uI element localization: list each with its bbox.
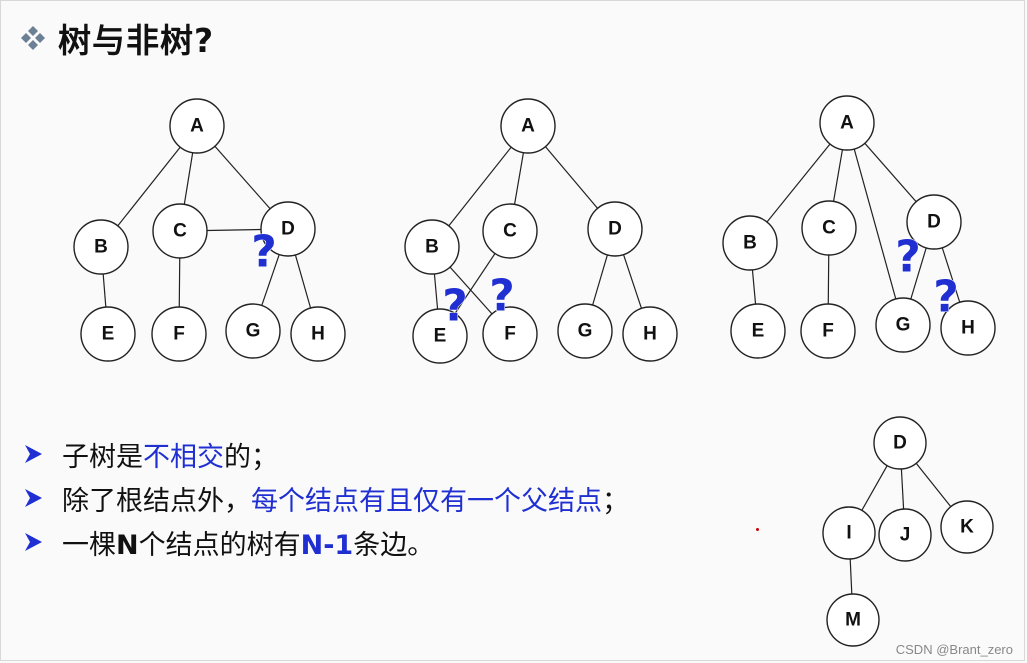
- tree-2-shared-child: A B C D E F G H??: [404, 98, 678, 364]
- node-label: D: [281, 219, 295, 240]
- node-M: M: [826, 593, 880, 647]
- node-label: K: [960, 517, 974, 538]
- four-diamond-icon: [21, 26, 45, 50]
- right-arrow-icon: [25, 533, 42, 551]
- node-label: E: [434, 326, 447, 347]
- node-label: B: [425, 237, 439, 258]
- bullet-text: 子树是不相交的；: [62, 435, 278, 474]
- node-label: G: [896, 315, 911, 336]
- bullet-segment: 不相交: [143, 441, 224, 473]
- node-B: B: [73, 219, 129, 275]
- bullet-list: 子树是不相交的； 除了根结点外，每个结点有且仅有一个父结点； 一棵N个结点的树有…: [22, 432, 629, 564]
- node-label: E: [752, 321, 765, 342]
- node-label: J: [900, 525, 911, 546]
- node-label: M: [845, 610, 861, 631]
- question-mark-icon: ?: [895, 232, 921, 283]
- node-label: A: [190, 116, 204, 137]
- node-E: E: [412, 308, 468, 364]
- node-F: F: [800, 303, 856, 359]
- node-I: I: [822, 506, 876, 560]
- node-H: H: [940, 300, 996, 356]
- bullet-segment: N: [116, 529, 139, 561]
- node-F: F: [482, 306, 538, 362]
- node-label: D: [927, 212, 941, 233]
- node-D: D: [873, 416, 927, 470]
- bullet-item-one-parent: 除了根结点外，每个结点有且仅有一个父结点；: [22, 476, 629, 520]
- node-label: D: [893, 433, 907, 454]
- question-mark-icon: ?: [933, 272, 959, 323]
- node-label: F: [504, 324, 516, 345]
- node-E: E: [80, 306, 136, 362]
- node-label: H: [961, 318, 975, 339]
- node-label: I: [846, 523, 851, 544]
- node-label: A: [521, 116, 535, 137]
- bullet-item-edge-count: 一棵N个结点的树有N-1条边。: [22, 520, 629, 564]
- bullet-segment: N-1: [300, 529, 354, 561]
- node-A: A: [819, 95, 875, 151]
- bullet-text: 一棵N个结点的树有N-1条边。: [62, 523, 434, 562]
- node-A: A: [169, 98, 225, 154]
- node-label: A: [840, 113, 854, 134]
- bullet-segment: 的；: [224, 441, 278, 473]
- node-C: C: [152, 203, 208, 259]
- node-label: C: [822, 218, 836, 239]
- node-label: C: [503, 221, 517, 242]
- node-H: H: [622, 306, 678, 362]
- red-dot: [756, 528, 759, 531]
- node-label: H: [643, 324, 657, 345]
- edge-A-G: [846, 122, 904, 326]
- node-C: C: [482, 203, 538, 259]
- node-G: G: [557, 303, 613, 359]
- node-A: A: [500, 98, 556, 154]
- node-label: F: [822, 321, 834, 342]
- question-mark-icon: ?: [489, 271, 515, 322]
- slide-title: 树与非树?: [58, 21, 215, 60]
- valid-tree: D I J K M: [822, 416, 994, 647]
- bullet-segment: 除了根结点外，: [62, 485, 251, 517]
- node-label: H: [311, 324, 325, 345]
- node-label: G: [578, 321, 593, 342]
- node-label: C: [173, 221, 187, 242]
- node-label: G: [246, 321, 261, 342]
- node-label: B: [743, 233, 757, 254]
- bullet-text: 除了根结点外，每个结点有且仅有一个父结点；: [62, 479, 629, 518]
- bullet-segment: 条边。: [353, 529, 435, 561]
- node-F: F: [151, 306, 207, 362]
- node-H: H: [290, 306, 346, 362]
- node-label: E: [102, 324, 115, 345]
- bullet-item-disjoint-subtrees: 子树是不相交的；: [22, 432, 629, 476]
- question-mark-icon: ?: [251, 227, 277, 278]
- node-E: E: [730, 303, 786, 359]
- bullet-segment: ；: [602, 485, 629, 517]
- node-D: D: [587, 201, 643, 257]
- node-label: D: [608, 219, 622, 240]
- node-label: B: [94, 237, 108, 258]
- question-mark-icon: ?: [442, 281, 468, 332]
- node-D: D: [906, 194, 962, 250]
- node-D: D: [260, 201, 316, 257]
- node-B: B: [722, 215, 778, 271]
- tree-1-cross-edge: A B C D E F G H?: [73, 98, 346, 362]
- node-label: F: [173, 324, 185, 345]
- bullet-segment: 一棵: [62, 529, 116, 561]
- watermark: CSDN @Brant_zero: [895, 642, 1013, 657]
- node-B: B: [404, 219, 460, 275]
- node-J: J: [878, 508, 932, 562]
- node-C: C: [801, 200, 857, 256]
- tree-3-two-parents: A B C D E F G H??: [722, 95, 996, 359]
- bullet-segment: 每个结点有且仅有一个父结点: [251, 485, 602, 517]
- bullet-segment: 个结点的树有: [138, 529, 301, 561]
- node-G: G: [225, 303, 281, 359]
- right-arrow-icon: [25, 445, 42, 463]
- right-arrow-icon: [25, 489, 42, 507]
- node-G: G: [875, 297, 931, 353]
- node-K: K: [940, 500, 994, 554]
- slide-title-row: 树与非树?: [20, 16, 214, 60]
- bullet-segment: 子树是: [62, 441, 143, 473]
